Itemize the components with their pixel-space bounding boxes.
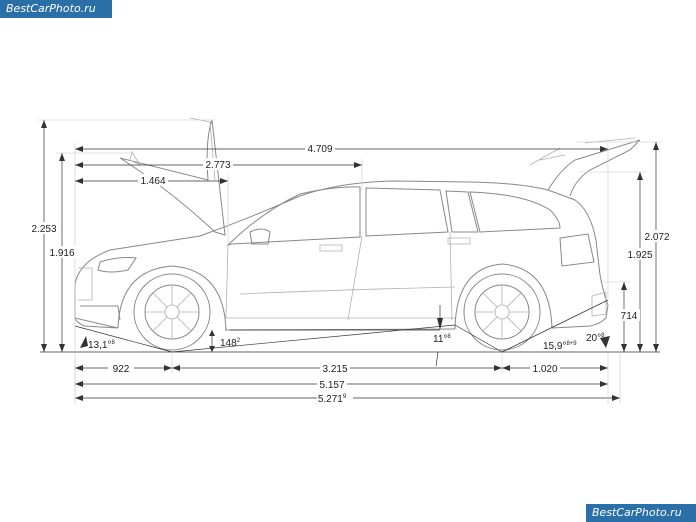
watermark-top: BestCarPhoto.ru <box>0 0 112 18</box>
dimension-labels: 4.709 2.773 1.464 2.253 1.916 2.072 1.92… <box>30 142 671 405</box>
label-hood-opening: 1.464 <box>140 176 165 187</box>
label-front-opening: 2.773 <box>205 160 230 171</box>
vertical-dimension-lines <box>38 119 662 352</box>
label-front-overhang: 922 <box>113 364 130 375</box>
label-height-rear: 1.925 <box>627 250 652 261</box>
label-height-front: 1.916 <box>49 248 74 259</box>
label-departure-angle: 15,9°8+9 <box>543 341 577 352</box>
label-height-open-rear: 2.072 <box>644 232 669 243</box>
label-approach-angle: 13,1°8 <box>88 340 115 351</box>
label-wheelbase: 3.215 <box>322 364 347 375</box>
label-rear-bumper-height: 714 <box>621 311 638 322</box>
label-length-2: 5.2719 <box>318 394 347 405</box>
label-ramp-angle: 11°8 <box>433 334 451 345</box>
watermark-bottom: BestCarPhoto.ru <box>586 504 696 522</box>
label-rear-overhang: 1.020 <box>532 364 557 375</box>
label-rear-angle: 20°8 <box>586 333 605 344</box>
label-height-open-front: 2.253 <box>31 224 56 235</box>
label-ground-clearance: 1482 <box>220 338 241 349</box>
ground-lines <box>40 299 660 353</box>
label-overall-length: 4.709 <box>307 144 332 155</box>
label-length-1: 5.157 <box>319 380 344 391</box>
car-outline <box>74 117 641 351</box>
